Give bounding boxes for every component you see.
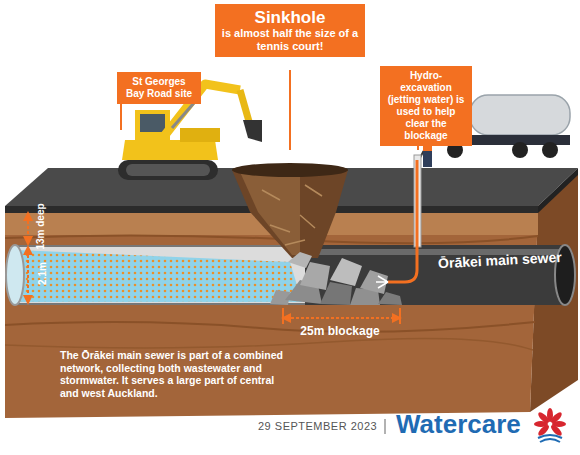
excavator-track-inner <box>126 164 210 176</box>
length-dimension <box>286 317 397 319</box>
rock <box>330 258 362 286</box>
sinkhole-rim <box>232 163 348 177</box>
excavator-stick <box>240 90 250 125</box>
date: 29 SEPTEMBER 2023 <box>258 420 380 432</box>
soil-stratum <box>5 235 538 243</box>
road-side <box>538 168 578 213</box>
blockage-length: 25m blockage <box>290 324 390 338</box>
brand-name: Watercare <box>396 409 531 439</box>
sinkhole-wall <box>240 172 300 255</box>
water-jet <box>376 276 388 288</box>
excavator-counterweight <box>180 128 220 142</box>
callout-text: St Georges Bay Road site <box>122 76 196 100</box>
sinkhole-texture <box>262 185 322 245</box>
rock <box>320 282 352 305</box>
truck-wheel <box>542 142 558 158</box>
leader-line <box>289 70 291 150</box>
separator <box>384 419 386 434</box>
water-debris <box>17 250 302 302</box>
excavator-bucket <box>243 120 262 142</box>
sinkhole <box>232 170 348 258</box>
jetting-hose <box>388 160 417 282</box>
rock <box>300 262 330 290</box>
logo <box>534 408 566 442</box>
soil-stratum <box>5 338 533 350</box>
dimension-tick <box>399 308 401 324</box>
callout-body: is almost half the size of a tennis cour… <box>220 27 360 53</box>
pipe-end <box>6 245 24 305</box>
callout-text: Sinkhole <box>220 8 360 27</box>
pipe-interior <box>15 247 305 303</box>
pipe-wall <box>15 245 305 247</box>
depth-label: 13m deep <box>35 197 46 257</box>
info-note: The Ōrākei main sewer is part of a combi… <box>60 349 292 399</box>
callout-box: Sinkholeis almost half the size of a ten… <box>215 4 365 57</box>
dimension-tick <box>282 308 284 324</box>
rock <box>360 270 388 294</box>
callout-text: Hydro-excavation (jetting water) is used… <box>385 70 467 142</box>
truck-tank <box>470 95 570 135</box>
truck-wheel <box>512 142 528 158</box>
soil-stratum <box>5 322 535 332</box>
excavator-window <box>140 114 165 132</box>
excavator-cab <box>135 110 170 142</box>
soil-front <box>5 213 538 418</box>
pipe-wall <box>15 303 305 305</box>
rock <box>378 292 402 305</box>
logo-petal <box>537 411 551 425</box>
diameter-dimension <box>27 250 29 300</box>
diameter-label: 2.1m <box>37 254 48 294</box>
water <box>17 250 302 302</box>
leader-line <box>120 102 122 130</box>
rock <box>288 252 312 268</box>
worker-legs <box>423 151 432 167</box>
callout-box: St Georges Bay Road site <box>117 72 201 104</box>
excavator-body <box>122 140 218 160</box>
depth-dimension <box>27 216 29 241</box>
excavator-track <box>118 160 218 180</box>
logo-wave <box>538 435 562 442</box>
callout-box: Hydro-excavation (jetting water) is used… <box>380 66 472 146</box>
